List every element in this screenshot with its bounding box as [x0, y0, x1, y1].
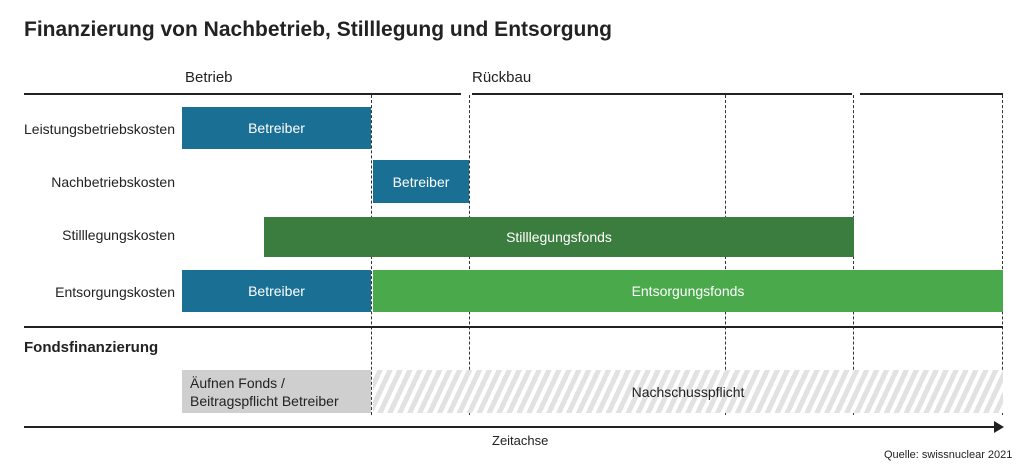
row-label-entsorgungskosten: Entsorgungskosten	[55, 284, 175, 300]
time-axis-line	[24, 426, 994, 428]
fund-contribution-line-2: Beitragspflicht Betreiber	[190, 393, 339, 409]
phase-label-betrieb: Betrieb	[185, 69, 233, 86]
fund-contribution-line-1: Äufnen Fonds /	[190, 375, 285, 391]
bar-entsorgung-betreiber: Betreiber	[182, 270, 371, 312]
row-label-nachbetriebskosten: Nachbetriebskosten	[51, 174, 175, 190]
header-rule-left	[24, 93, 461, 95]
source-note: Quelle: swissnuclear 2021	[884, 449, 1013, 461]
bar-nachbetrieb-betreiber: Betreiber	[373, 160, 469, 203]
nachschusspflicht-label: Nachschusspflicht	[631, 383, 745, 400]
fund-section-heading: Fondsfinanzierung	[24, 339, 159, 356]
bar-entsorgungsfonds: Entsorgungsfonds	[373, 270, 1003, 312]
header-rule-middle	[472, 93, 852, 95]
time-marker-5	[1002, 95, 1003, 415]
diagram-title: Finanzierung von Nachbetrieb, Stilllegun…	[24, 18, 612, 41]
row-label-stilllegungskosten: Stilllegungskosten	[62, 227, 175, 243]
nachschusspflicht-band: Nachschusspflicht	[373, 370, 1003, 413]
section-separator	[24, 326, 1003, 328]
bar-stilllegungsfonds: Stilllegungsfonds	[264, 217, 854, 257]
time-axis-label: Zeitachse	[492, 433, 549, 448]
bar-leistungsbetrieb-betreiber: Betreiber	[182, 107, 371, 149]
fund-contribution-box: Äufnen Fonds / Beitragspflicht Betreiber	[182, 370, 371, 413]
row-label-leistungsbetriebskosten: Leistungsbetriebskosten	[24, 121, 175, 137]
time-axis-arrow-icon	[994, 421, 1004, 433]
phase-label-rueckbau: Rückbau	[472, 69, 532, 86]
header-rule-right	[860, 93, 1003, 95]
